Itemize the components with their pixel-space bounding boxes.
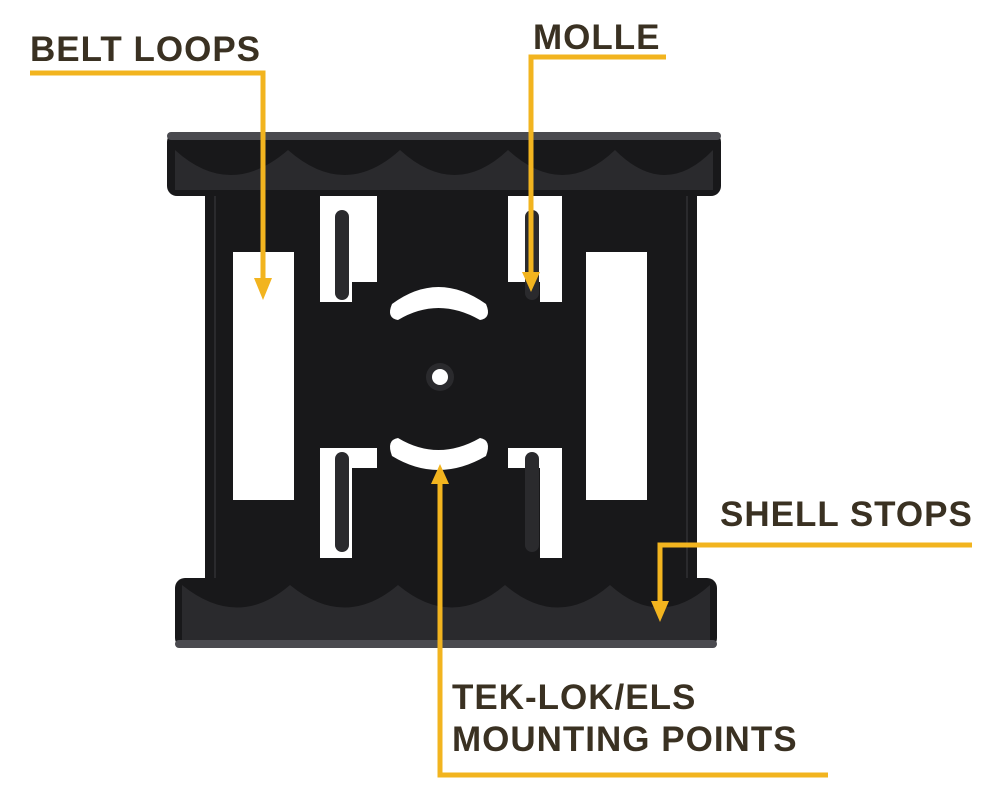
callout-lines	[30, 54, 972, 778]
center-screw-hole-inner	[432, 369, 448, 385]
mounting-slot-top	[390, 287, 488, 320]
molle-slot-right-lower	[525, 452, 539, 552]
mounting-slot-bottom	[390, 438, 488, 470]
shell-stops-arrowhead	[651, 601, 669, 622]
belt-loops-leader-line	[30, 70, 266, 282]
top-shell-stop-rail	[167, 132, 721, 196]
molle-label: MOLLE	[533, 17, 660, 59]
shell-stops-label: SHELL STOPS	[720, 494, 973, 536]
tek-lok-leader-line	[437, 480, 828, 778]
belt-loops-label: BELT LOOPS	[30, 29, 261, 71]
shell-carrier-product	[167, 132, 721, 648]
molle-arrowhead	[522, 272, 540, 292]
bottom-rail-cups	[182, 585, 710, 640]
top-rail-cups	[175, 150, 713, 190]
shell-stops-leader-line	[657, 542, 972, 605]
molle-slot-left-lower	[335, 452, 349, 552]
belt-loops-label-text: BELT LOOPS	[30, 30, 262, 69]
tek-lok-arrowhead	[431, 464, 449, 484]
molle-leader-line	[528, 54, 666, 276]
tek-lok-label: TEK-LOK/ELS MOUNTING POINTS	[452, 677, 798, 761]
tek-lok-label-line1: TEK-LOK/ELS	[452, 678, 697, 717]
belt-loops-arrowhead	[254, 278, 272, 300]
molle-slot-left	[335, 210, 349, 300]
tek-lok-label-line2: MOUNTING POINTS	[452, 720, 798, 759]
bottom-shell-stop-rail	[175, 578, 717, 648]
shell-stops-label-text: SHELL STOPS	[720, 495, 973, 534]
molle-label-text: MOLLE	[533, 18, 661, 57]
